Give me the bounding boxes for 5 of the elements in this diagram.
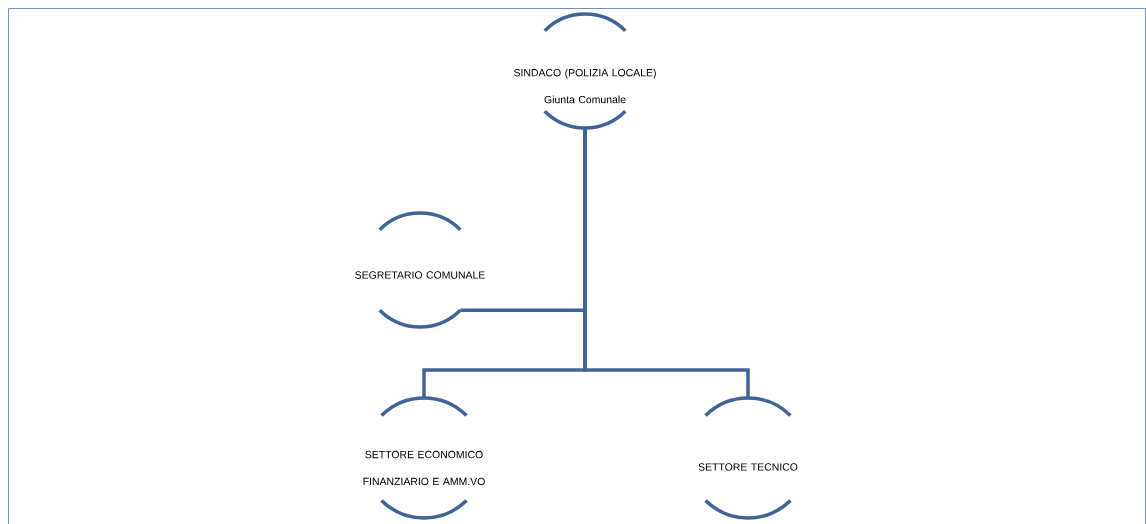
org-unit: SETTORE ECONOMICO FINANZIARIO E AMM.VO xyxy=(363,396,485,520)
connector-line xyxy=(583,128,750,398)
org-unit: SEGRETARIO COMUNALE xyxy=(355,211,485,329)
org-unit: SINDACO (POLIZIA LOCALE) Giunta Comunale xyxy=(514,12,656,130)
org-unit: SETTORE TECNICO xyxy=(698,396,798,520)
